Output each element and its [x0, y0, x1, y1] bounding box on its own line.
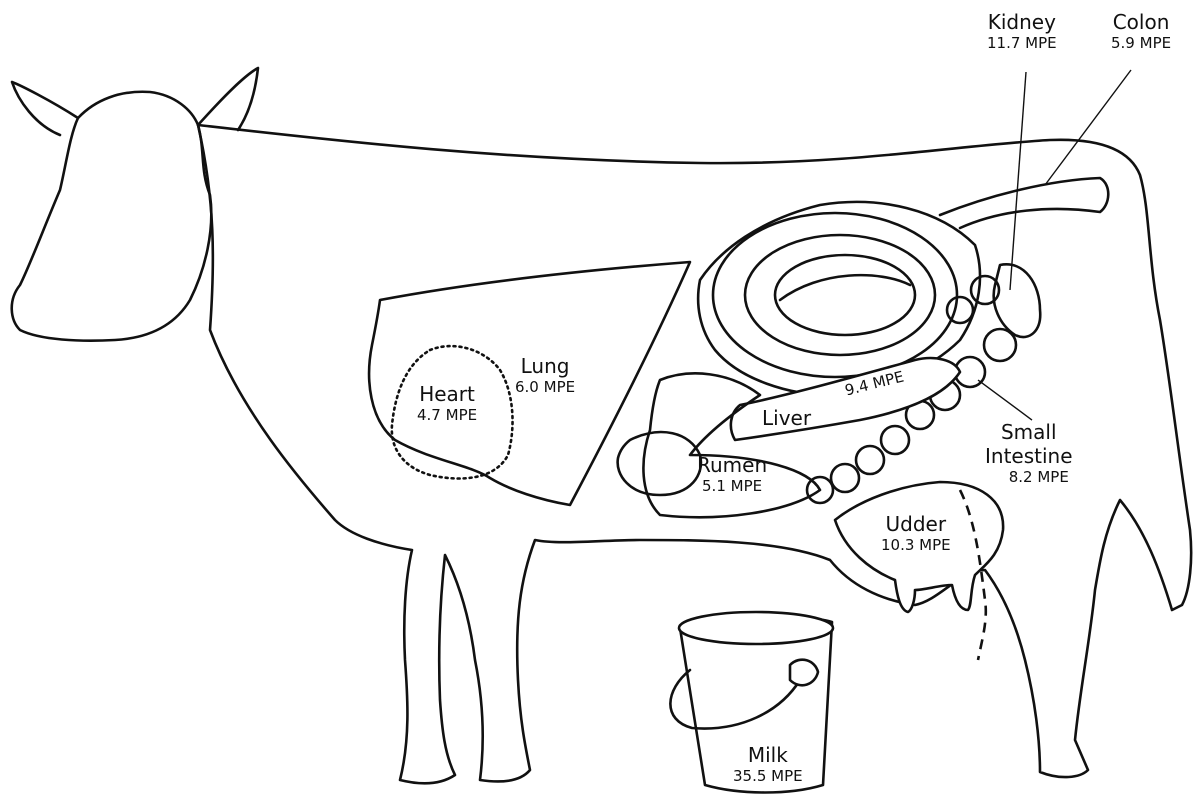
- kidney-leader-line: [1010, 72, 1026, 290]
- colon-leader-line: [1045, 70, 1131, 185]
- coil-center-line: [780, 275, 910, 300]
- rumen-label: Rumen 5.1 MPE: [697, 453, 767, 495]
- organ-value: 11.7 MPE: [987, 34, 1057, 52]
- organ-value: 5.9 MPE: [1111, 34, 1171, 52]
- organ-value: 35.5 MPE: [733, 767, 803, 785]
- organ-name: Kidney: [987, 10, 1057, 34]
- organ-value: 10.3 MPE: [881, 536, 951, 554]
- head-outline: [12, 92, 212, 341]
- heart-label: Heart 4.7 MPE: [417, 382, 477, 424]
- rumen-side-lobe: [618, 432, 701, 495]
- liver-label: Liver: [762, 406, 811, 430]
- small-intestine-label: Small Intestine 8.2 MPE: [985, 420, 1073, 486]
- organ-name: Liver: [762, 406, 811, 430]
- kidney-label: Kidney 11.7 MPE: [987, 10, 1057, 52]
- organ-value: 8.2 MPE: [1005, 468, 1073, 486]
- organ-name: Rumen: [697, 453, 767, 477]
- milk-label: Milk 35.5 MPE: [733, 743, 803, 785]
- organ-name: Colon: [1111, 10, 1171, 34]
- organ-name: Lung: [515, 354, 575, 378]
- colon-label: Colon 5.9 MPE: [1111, 10, 1171, 52]
- organ-name: Heart: [417, 382, 477, 406]
- organ-value: 4.7 MPE: [417, 406, 477, 424]
- coil-outer: [713, 213, 957, 377]
- right-ear: [198, 68, 258, 130]
- organ-value: 5.1 MPE: [697, 477, 767, 495]
- bucket-handle: [670, 670, 800, 729]
- colon-tube: [940, 178, 1108, 228]
- organ-value: 6.0 MPE: [515, 378, 575, 396]
- bucket-rim: [679, 612, 833, 644]
- organ-name: Small Intestine: [985, 420, 1073, 468]
- lung-label: Lung 6.0 MPE: [515, 354, 575, 396]
- organ-name: Milk: [733, 743, 803, 767]
- left-ear: [12, 82, 78, 135]
- small-intestine-leader-line: [978, 380, 1032, 420]
- bucket-handle-grip: [790, 660, 818, 686]
- organ-name: Udder: [881, 512, 951, 536]
- coil-mid: [745, 235, 935, 355]
- kidney-outline: [994, 264, 1041, 337]
- udder-label: Udder 10.3 MPE: [881, 512, 951, 554]
- coil-inner: [775, 255, 915, 335]
